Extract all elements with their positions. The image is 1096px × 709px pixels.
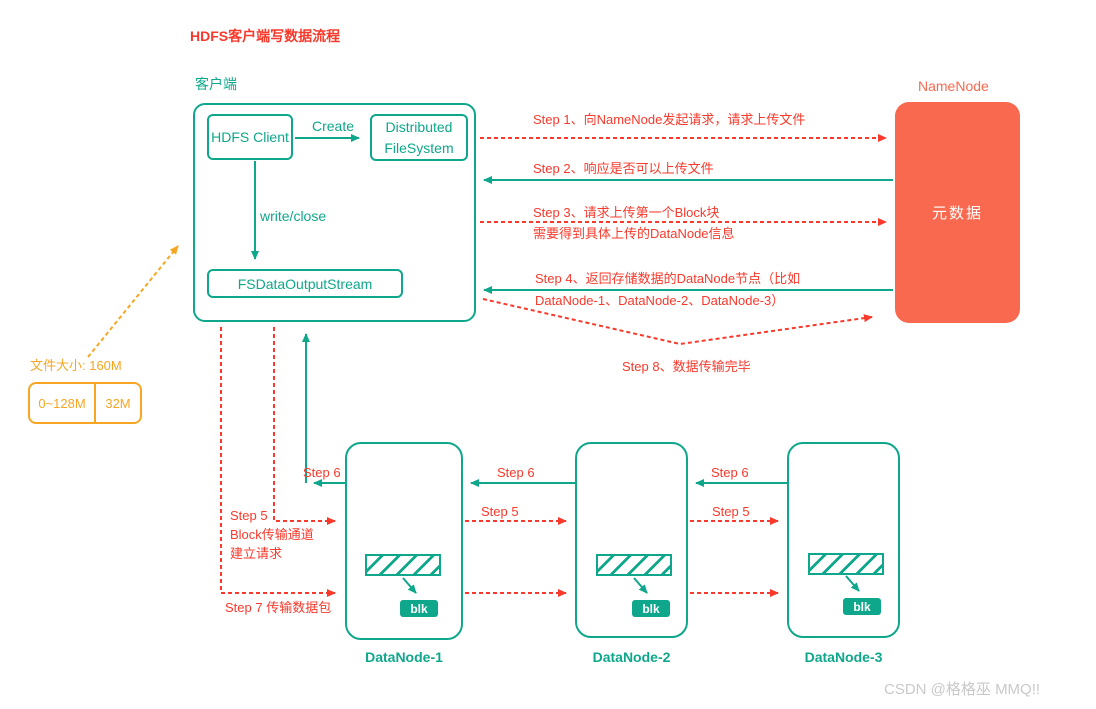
datanode-3-blk-badge: blk: [843, 598, 881, 615]
namenode-box: 元数据: [895, 102, 1020, 323]
datanode-1-block-hatch: [365, 554, 441, 576]
step5-left-desc-line2: 建立请求: [230, 546, 283, 561]
datanode-2-label: DataNode-2: [592, 649, 671, 665]
datanode-2-box: [575, 442, 688, 638]
step5-left-label: Step 5: [230, 508, 268, 523]
step6-mid-label: Step 6: [497, 465, 535, 480]
step3-label-line1: Step 3、请求上传第一个Block块: [533, 205, 720, 220]
datanode-3-block-hatch: [808, 553, 884, 575]
step7-label: Step 7 传输数据包: [225, 600, 332, 615]
datanode-1-blk-badge: blk: [400, 600, 438, 617]
file-size-box: 0~128M 32M: [28, 382, 142, 424]
step4-label-line2: DataNode-1、DataNode-2、DataNode-3）: [535, 293, 785, 308]
datanode-3-box: [787, 442, 900, 638]
file-size-pointer-arrow: [87, 245, 179, 358]
file-size-label: 文件大小: 160M: [30, 358, 122, 373]
hdfs-client-box: HDFS Client: [207, 114, 293, 160]
fs-data-output-stream-box: FSDataOutputStream: [207, 269, 403, 298]
step5-client-to-dn1-arrow: [273, 327, 336, 525]
step5-left-desc-line1: Block传输通道: [230, 527, 314, 542]
step5-right-label: Step 5: [712, 504, 750, 519]
write-close-arrow-label: write/close: [260, 208, 327, 224]
datanode-1-label: DataNode-1: [365, 649, 443, 665]
step3-label-line2: 需要得到具体上传的DataNode信息: [533, 226, 735, 241]
step6-left-label: Step 6: [303, 465, 341, 480]
step4-label-line1: Step 4、返回存储数据的DataNode节点（比如: [535, 271, 801, 286]
step6-right-label: Step 6: [711, 465, 749, 480]
create-arrow-label: Create: [312, 118, 355, 134]
namenode-label: NameNode: [918, 78, 989, 94]
diagram-title: HDFS客户端写数据流程: [190, 28, 341, 44]
file-size-block2: 32M: [105, 395, 131, 411]
client-container-box: [193, 103, 476, 322]
watermark: CSDN @格格巫 MMQ!!: [884, 681, 1041, 698]
datanode-3-label: DataNode-3: [804, 649, 883, 665]
datanode-1-box: [345, 442, 463, 640]
datanode-2-blk-badge: blk: [632, 600, 670, 617]
datanode-2-block-hatch: [596, 554, 672, 576]
step2-label: Step 2、响应是否可以上传文件: [533, 161, 714, 176]
step8-label: Step 8、数据传输完毕: [622, 359, 751, 374]
step1-label: Step 1、向NameNode发起请求，请求上传文件: [533, 112, 806, 127]
step5-mid-label: Step 5: [481, 504, 519, 519]
distributed-filesystem-box: Distributed FileSystem: [370, 114, 468, 161]
client-group-label: 客户端: [195, 76, 237, 92]
file-size-block1: 0~128M: [30, 384, 96, 422]
namenode-content: 元数据: [931, 205, 983, 222]
